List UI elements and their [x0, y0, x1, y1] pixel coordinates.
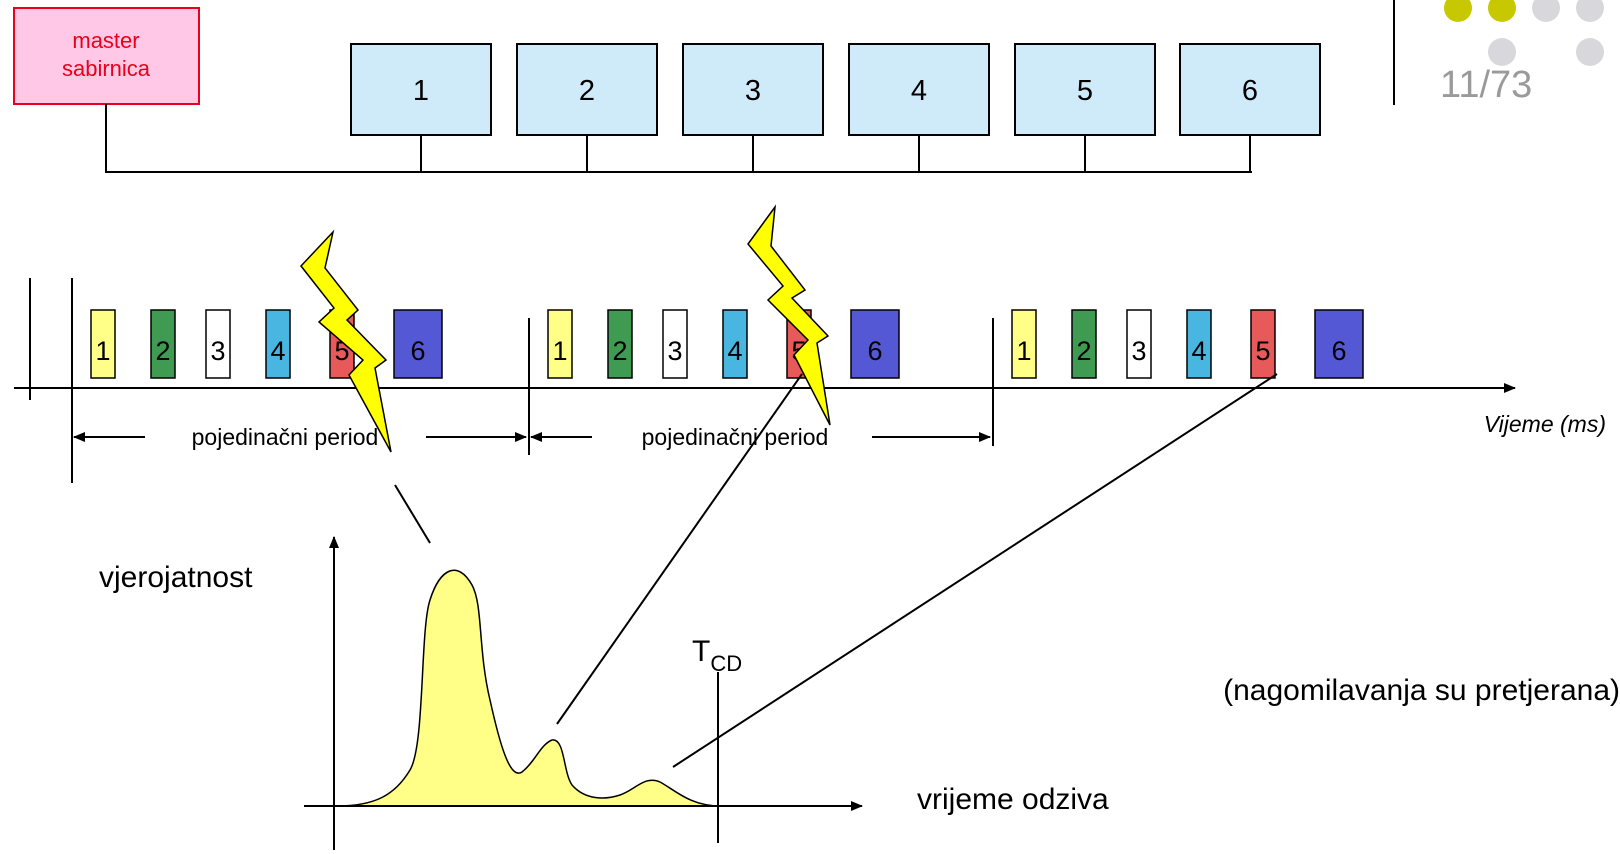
- time-slot-label: 1: [95, 336, 110, 366]
- time-slot-label: 4: [727, 336, 742, 366]
- muted-dot-3: [1488, 38, 1516, 66]
- bus-node-box: [516, 43, 658, 136]
- time-slot-box: [722, 309, 748, 379]
- time-slot-label: 1: [1016, 336, 1031, 366]
- timeline: 123456123456123456 pojedinačni period po…: [14, 278, 1606, 483]
- time-slot-label: 3: [210, 336, 225, 366]
- time-slot-box: [1250, 309, 1276, 379]
- muted-dot-4: [1576, 38, 1604, 66]
- bus-node-box: [1179, 43, 1321, 136]
- time-slot-p1-2: 2: [150, 309, 176, 379]
- period-label-2: pojedinačni period: [642, 424, 829, 450]
- bus-node-3: 3: [682, 43, 824, 172]
- time-slot-p3-1: 1: [1011, 309, 1037, 379]
- time-slot-box: [265, 309, 291, 379]
- time-slot-label: 4: [1191, 336, 1206, 366]
- connector-line-3: [672, 373, 1278, 768]
- bus-node-label: 1: [413, 75, 429, 107]
- threshold-label-main: T: [692, 635, 710, 668]
- time-slots: 123456123456123456: [90, 309, 1364, 379]
- lightning-bolt-1: [300, 229, 392, 453]
- connector-line-1: [394, 484, 431, 544]
- bus-node-box: [350, 43, 492, 136]
- time-slot-label: 1: [552, 336, 567, 366]
- time-slot-p3-3: 3: [1126, 309, 1152, 379]
- bus-node-2: 2: [516, 43, 658, 172]
- time-slot-label: 2: [1076, 336, 1091, 366]
- connector-line-2: [556, 373, 803, 725]
- page-number: 11/73: [1440, 64, 1532, 106]
- time-slot-p1-1: 1: [90, 309, 116, 379]
- x-axis-label: vrijeme odziva: [917, 783, 1109, 816]
- time-slot-box: [90, 309, 116, 379]
- time-slot-box: [393, 309, 443, 379]
- bus-node-box: [682, 43, 824, 136]
- lightning-bolt-2: [747, 204, 831, 426]
- time-slot-box: [1011, 309, 1037, 379]
- time-slot-p2-1: 1: [547, 309, 573, 379]
- accent-dot-2: [1488, 0, 1516, 22]
- bus-node-label: 6: [1242, 75, 1258, 107]
- bus-node-box: [1014, 43, 1156, 136]
- bus-node-4: 4: [848, 43, 990, 172]
- response-time-distribution: vjerojatnost vrijeme odziva TCD: [99, 536, 1109, 850]
- time-slot-box: [1126, 309, 1152, 379]
- time-slot-p3-5: 5: [1250, 309, 1276, 379]
- bus-node-label: 5: [1077, 75, 1093, 107]
- master-label-line2: sabirnica: [62, 56, 151, 81]
- bus-nodes: 1 2 3 4 5 6: [350, 43, 1321, 172]
- time-slot-label: 2: [612, 336, 627, 366]
- distribution-curve: [336, 569, 721, 807]
- time-slot-box: [850, 309, 900, 379]
- accent-dot-1: [1444, 0, 1472, 22]
- time-slot-label: 3: [667, 336, 682, 366]
- time-slot-box: [607, 309, 633, 379]
- threshold-label-sub: CD: [710, 651, 742, 676]
- time-slot-p2-6: 6: [850, 309, 900, 379]
- bus-node-label: 2: [579, 75, 595, 107]
- time-slot-box: [1071, 309, 1097, 379]
- muted-dot-2: [1576, 0, 1604, 22]
- time-slot-p2-3: 3: [662, 309, 688, 379]
- time-slot-p3-6: 6: [1314, 309, 1364, 379]
- time-slot-box: [205, 309, 231, 379]
- time-slot-label: 3: [1131, 336, 1146, 366]
- time-slot-label: 5: [1255, 336, 1270, 366]
- time-slot-p1-3: 3: [205, 309, 231, 379]
- time-slot-label: 4: [270, 336, 285, 366]
- time-slot-box: [547, 309, 573, 379]
- bus-node-5: 5: [1014, 43, 1156, 172]
- time-slot-p2-4: 4: [722, 309, 748, 379]
- threshold-label: TCD: [692, 635, 742, 676]
- bus-node-1: 1: [350, 43, 492, 172]
- bus-topology: master sabirnica 1 2 3 4 5 6: [13, 7, 1321, 173]
- bus-node-6: 6: [1179, 43, 1321, 172]
- bus-node-label: 4: [911, 75, 927, 107]
- time-slot-p3-4: 4: [1186, 309, 1212, 379]
- exaggeration-note: (nagomilavanja su pretjerana): [1223, 674, 1620, 707]
- time-slot-box: [662, 309, 688, 379]
- time-slot-box: [150, 309, 176, 379]
- master-label-line1: master: [72, 28, 139, 53]
- bus-line: [105, 104, 1252, 173]
- time-axis-label: Vijeme (ms): [1484, 411, 1606, 437]
- time-slot-p3-2: 2: [1071, 309, 1097, 379]
- muted-dot-1: [1532, 0, 1560, 22]
- y-axis-label: vjerojatnost: [99, 561, 253, 594]
- time-slot-label: 6: [867, 336, 882, 366]
- time-slot-label: 6: [1331, 336, 1346, 366]
- time-slot-label: 6: [410, 336, 425, 366]
- corner-decoration: 11/73: [1393, 0, 1604, 106]
- period-label-1: pojedinačni period: [192, 424, 379, 450]
- time-slot-p1-4: 4: [265, 309, 291, 379]
- time-slot-box: [1314, 309, 1364, 379]
- time-slot-box: [1186, 309, 1212, 379]
- time-slot-label: 2: [155, 336, 170, 366]
- time-slot-p2-2: 2: [607, 309, 633, 379]
- bus-node-box: [848, 43, 990, 136]
- time-slot-p1-6: 6: [393, 309, 443, 379]
- bus-node-label: 3: [745, 75, 761, 107]
